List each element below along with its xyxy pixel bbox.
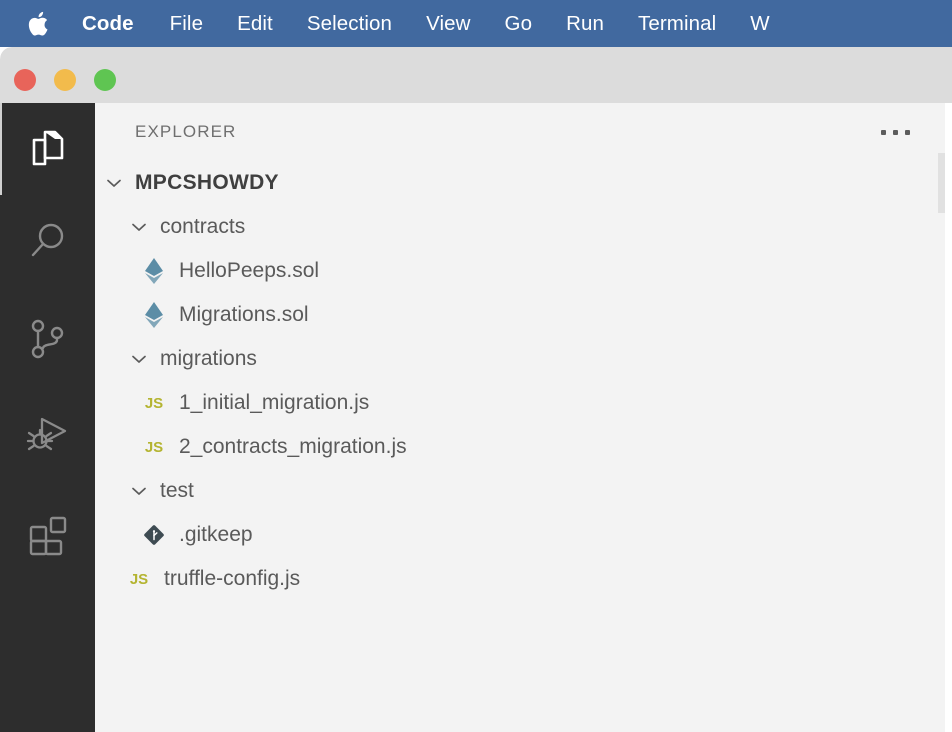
chevron-down-icon[interactable] [103, 172, 125, 194]
traffic-light-controls [14, 69, 116, 91]
menu-item-file[interactable]: File [169, 11, 204, 35]
tree-row-root-folder[interactable]: MPCSHOWDY [95, 161, 945, 205]
explorer-files-icon [25, 126, 71, 172]
explorer-sidebar: EXPLORER MPCSHOWDY [95, 103, 945, 732]
close-window-button[interactable] [14, 69, 36, 91]
source-control-branch-icon [27, 318, 69, 360]
tree-row-file-gitkeep[interactable]: .gitkeep [95, 513, 945, 557]
activitybar-item-source-control[interactable] [0, 293, 95, 385]
activitybar-item-explorer[interactable] [0, 103, 95, 195]
ellipsis-dot [880, 129, 886, 135]
git-icon [141, 522, 167, 548]
menu-item-window[interactable]: W [750, 11, 770, 35]
tree-item-label: 2_contracts_migration.js [179, 435, 407, 458]
tree-row-folder-migrations[interactable]: migrations [95, 337, 945, 381]
tree-row-file-1-initial-migration-js[interactable]: JS 1_initial_migration.js [95, 381, 945, 425]
tree-row-folder-test[interactable]: test [95, 469, 945, 513]
tree-item-label: Migrations.sol [179, 303, 309, 326]
menu-item-view[interactable]: View [426, 11, 471, 35]
tree-row-file-2-contracts-migration-js[interactable]: JS 2_contracts_migration.js [95, 425, 945, 469]
chevron-down-icon[interactable] [128, 480, 150, 502]
activitybar-item-run-debug[interactable] [0, 391, 95, 483]
js-badge-text: JS [144, 394, 164, 412]
tree-row-file-truffle-config-js[interactable]: JS truffle-config.js [95, 557, 945, 601]
menu-item-run[interactable]: Run [566, 11, 604, 35]
maximize-window-button[interactable] [94, 69, 116, 91]
tree-item-label: MPCSHOWDY [135, 171, 279, 194]
javascript-js-icon: JS [141, 390, 167, 416]
sidebar-scrollbar-thumb[interactable] [938, 153, 945, 213]
js-badge-text: JS [144, 438, 164, 456]
js-badge-text: JS [129, 570, 149, 588]
run-and-debug-icon [25, 414, 71, 460]
tree-item-label: .gitkeep [179, 523, 253, 546]
tree-item-label: 1_initial_migration.js [179, 391, 370, 414]
tree-row-folder-contracts[interactable]: contracts [95, 205, 945, 249]
tree-item-label: migrations [160, 347, 257, 370]
menu-item-edit[interactable]: Edit [237, 11, 273, 35]
ellipsis-icon[interactable] [873, 121, 917, 143]
explorer-header: EXPLORER [95, 103, 945, 161]
tree-row-file-migrations-sol[interactable]: Migrations.sol [95, 293, 945, 337]
javascript-js-icon: JS [126, 566, 152, 592]
tree-item-label: HelloPeeps.sol [179, 259, 320, 282]
chevron-down-icon[interactable] [128, 348, 150, 370]
tree-item-label: test [160, 479, 194, 502]
file-tree: MPCSHOWDY contracts HelloPe [95, 161, 945, 601]
menu-item-code[interactable]: Code [82, 11, 134, 35]
window-titlebar [0, 47, 952, 103]
sidebar-scrollbar[interactable] [938, 103, 945, 732]
active-view-indicator [0, 103, 2, 195]
activity-bar [0, 103, 95, 732]
tree-item-label: contracts [160, 215, 246, 238]
activitybar-item-search[interactable] [0, 195, 95, 287]
menu-item-go[interactable]: Go [504, 11, 533, 35]
explorer-title: EXPLORER [135, 122, 237, 141]
apple-logo-icon[interactable] [28, 10, 52, 38]
menu-item-selection[interactable]: Selection [306, 11, 393, 35]
macos-menu-bar: Code File Edit Selection View Go Run Ter… [0, 0, 952, 47]
minimize-window-button[interactable] [54, 69, 76, 91]
tree-item-label: truffle-config.js [164, 567, 301, 590]
menu-item-terminal[interactable]: Terminal [638, 11, 717, 35]
vscode-window: EXPLORER MPCSHOWDY [0, 47, 952, 732]
chevron-down-icon[interactable] [128, 216, 150, 238]
ellipsis-dot [892, 129, 898, 135]
solidity-ethereum-icon [141, 258, 167, 284]
extensions-blocks-icon [26, 513, 70, 557]
solidity-ethereum-icon [141, 302, 167, 328]
editor-area [945, 103, 952, 732]
activitybar-item-extensions[interactable] [0, 489, 95, 581]
tree-row-file-hellopeeps-sol[interactable]: HelloPeeps.sol [95, 249, 945, 293]
ellipsis-dot [904, 129, 910, 135]
search-icon [26, 219, 70, 263]
javascript-js-icon: JS [141, 434, 167, 460]
